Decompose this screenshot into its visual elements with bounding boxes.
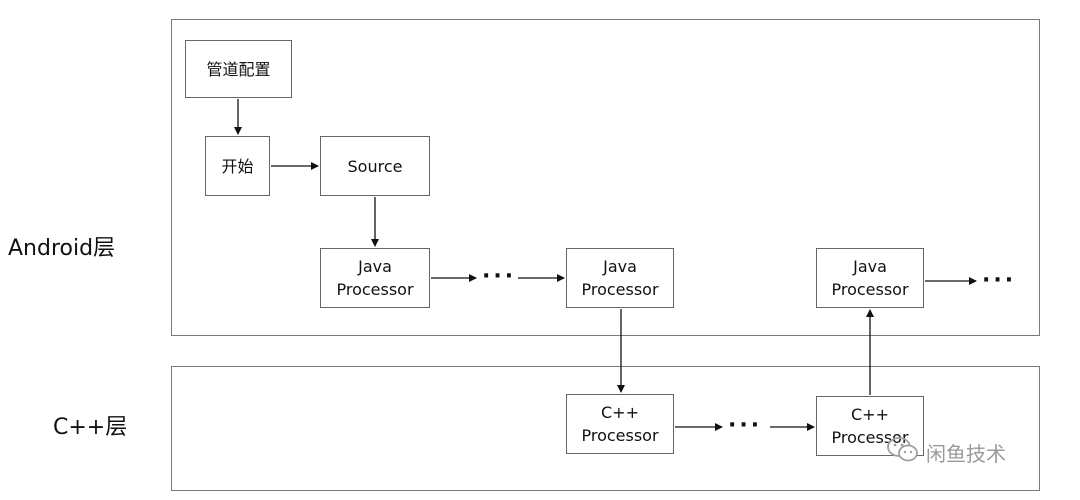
source-node: Source [320, 136, 430, 196]
cpp-processor-node: C++ Processor [566, 394, 674, 454]
node-line: C++ [601, 403, 639, 422]
node-line: Processor [336, 280, 414, 299]
cpp-layer-label: C++层 [53, 415, 128, 440]
node-line: Java [358, 257, 392, 276]
node-line: Java [603, 257, 637, 276]
pipeline-config-node: 管道配置 [185, 40, 292, 98]
node-line: Processor [831, 280, 909, 299]
wechat-icon [886, 436, 920, 469]
ellipsis: ··· [728, 413, 763, 438]
ellipsis: ··· [982, 268, 1017, 293]
ellipsis: ··· [482, 264, 517, 289]
node-line: C++ [851, 405, 889, 424]
watermark-text: 闲鱼技术 [926, 442, 1006, 466]
node-line: Java [853, 257, 887, 276]
android-layer-label: Android层 [8, 236, 116, 261]
watermark: 闲鱼技术 [886, 436, 1006, 469]
node-line: Processor [581, 280, 659, 299]
start-node: 开始 [205, 136, 270, 196]
node-line: Processor [581, 426, 659, 445]
